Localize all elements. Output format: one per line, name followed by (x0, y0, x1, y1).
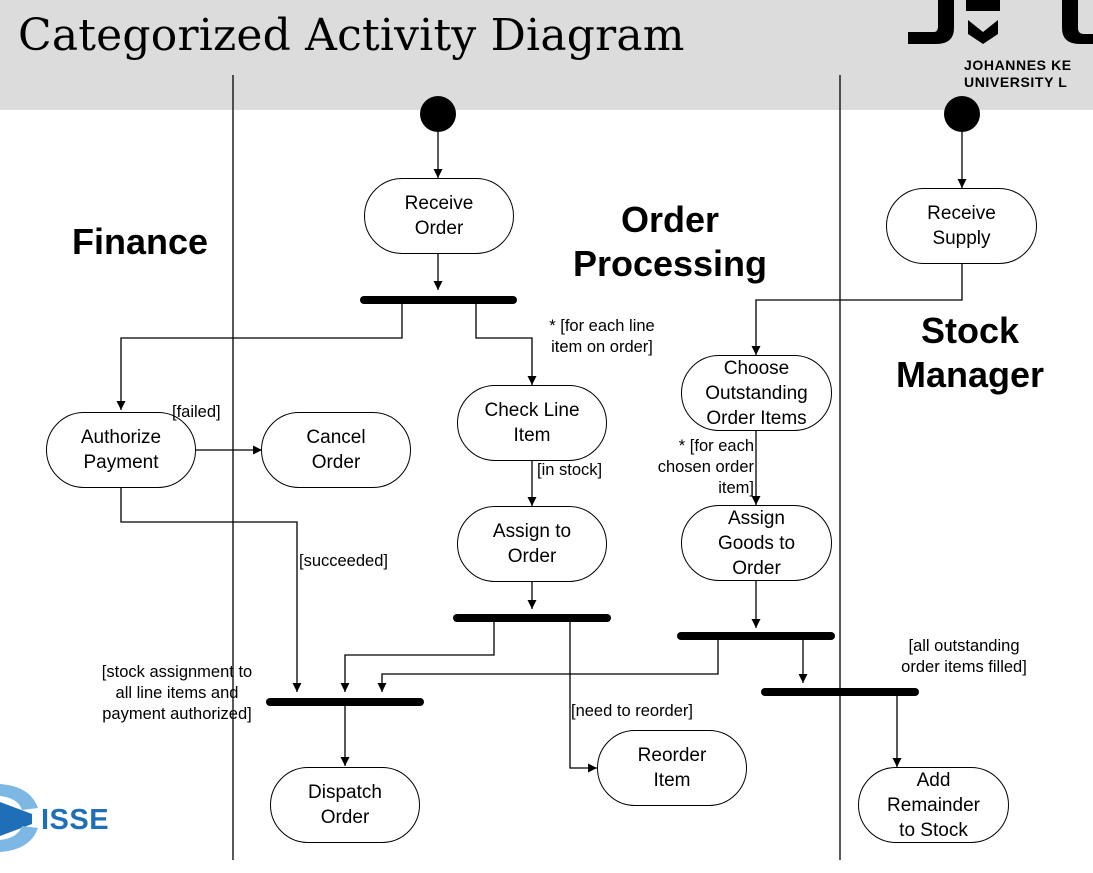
join-bar-dispatch (266, 698, 424, 706)
guard-failed: [failed] (172, 403, 221, 421)
guard-all-outstanding-items-filled: [all outstanding order items filled] (901, 637, 1027, 676)
guard-for-each-chosen-order-item: * [for each chosen order item] (657, 437, 754, 497)
jku-logo (908, 0, 1093, 44)
activity-authorize-payment: Authorize Payment (46, 412, 196, 488)
activity-cancel-order: Cancel Order (261, 412, 411, 488)
initial-node-order (420, 96, 456, 132)
fork-bar-order (360, 296, 517, 304)
title-bar (0, 0, 1093, 110)
lane-title-finance: Finance (71, 221, 209, 262)
activity-assign-goods-to-order: Assign Goods to Order (681, 505, 832, 581)
jku-logo-line2: UNIVERSITY L (964, 74, 1068, 90)
lane-title-order-processing: Order Processing (572, 199, 768, 284)
activity-add-remainder-to-stock: Add Remainder to Stock (858, 767, 1009, 843)
guard-succeeded: [succeeded] (299, 552, 388, 570)
guard-in-stock: [in stock] (537, 461, 603, 479)
join-bar-remainder (761, 688, 919, 696)
guard-stock-assignment: [stock assignment to all line items and … (101, 663, 253, 723)
guard-need-to-reorder: [need to reorder] (571, 702, 693, 720)
initial-node-supply (944, 96, 980, 132)
isse-logo-icon (0, 784, 38, 852)
isse-logo-text: ISSE (41, 804, 110, 836)
activity-dispatch-order: Dispatch Order (270, 767, 420, 843)
jku-logo-line1: JOHANNES KE (964, 57, 1072, 73)
page-title: Categorized Activity Diagram (18, 10, 685, 61)
lane-title-stock-manager: Stock Manager (895, 310, 1045, 395)
fork-bar-goods (677, 632, 835, 640)
activity-check-line-item: Check Line Item (457, 385, 607, 461)
activity-reorder-item: Reorder Item (597, 730, 747, 806)
activity-assign-to-order: Assign to Order (457, 506, 607, 582)
activity-receive-order: Receive Order (364, 178, 514, 254)
activity-receive-supply: Receive Supply (886, 188, 1037, 264)
activity-choose-outstanding-order-items: Choose Outstanding Order Items (681, 355, 832, 431)
fork-bar-assign (453, 614, 611, 622)
guard-for-each-line-item: * [for each line item on order] (549, 317, 655, 356)
